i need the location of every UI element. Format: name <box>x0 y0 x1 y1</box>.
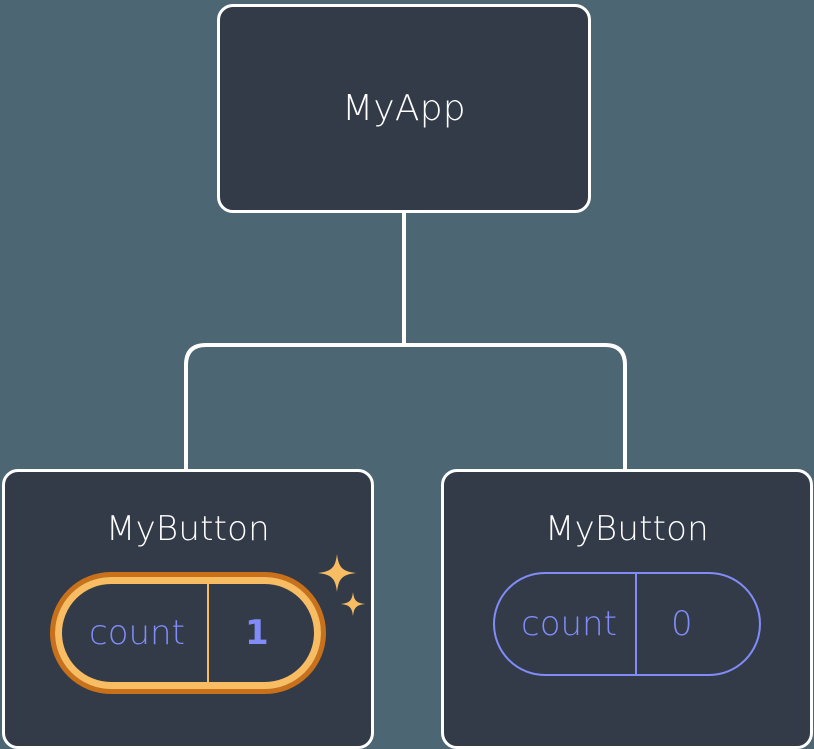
component-tree-diagram: MyApp MyButton count 1 MyButton count 0 <box>2 4 813 749</box>
state-key-right: count <box>521 604 617 644</box>
tree-connectors <box>184 213 627 470</box>
pill-divider-left <box>206 583 209 683</box>
node-title-mybutton-right: MyButton <box>545 509 709 549</box>
state-pill-plain[interactable]: count 0 <box>493 572 761 676</box>
node-mybutton-left[interactable]: MyButton count 1 <box>2 469 374 749</box>
state-key-left: count <box>89 613 185 653</box>
pill-divider-right <box>634 574 637 674</box>
node-mybutton-right[interactable]: MyButton count 0 <box>441 469 813 749</box>
node-title-mybutton-left: MyButton <box>106 509 270 549</box>
state-value-right: 0 <box>670 604 693 644</box>
state-pill-highlighted[interactable]: count 1 <box>50 572 326 694</box>
node-title-myapp: MyApp <box>342 87 466 129</box>
node-myapp[interactable]: MyApp <box>217 4 591 213</box>
state-pill-wrap-left: count 1 <box>5 572 371 694</box>
state-value-left: 1 <box>244 613 269 653</box>
state-pill-wrap-right: count 0 <box>444 572 810 676</box>
connector-branch-bar <box>184 343 627 470</box>
